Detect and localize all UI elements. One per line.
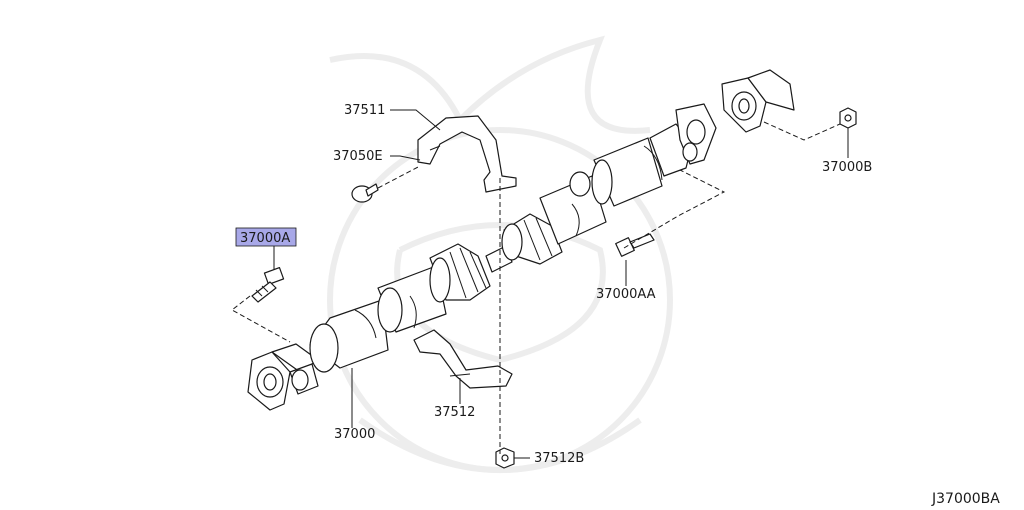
nut-37000b [839, 107, 857, 129]
center-bearing-bracket-lower [413, 329, 513, 389]
leader-lines [273, 109, 849, 459]
bolt-37000a [251, 267, 285, 303]
callout-37000aa[interactable]: 37000AA [596, 287, 656, 302]
assembly-lines [231, 121, 841, 454]
center-bearing-bracket-upper [417, 115, 517, 193]
mid-right-boot [501, 213, 563, 265]
bolt-37000aa [615, 233, 655, 257]
highlight-box [235, 227, 297, 247]
front-tube-section [591, 137, 663, 207]
callout-37000a[interactable]: 37000A [240, 231, 290, 246]
left-flange-joint [247, 343, 319, 411]
callout-37511[interactable]: 37511 [344, 103, 385, 118]
right-flange-joint [649, 103, 717, 177]
callout-37050e[interactable]: 37050E [333, 149, 383, 164]
mid-left-tube [377, 265, 447, 333]
mid-right-tube [539, 171, 607, 245]
callout-37000b[interactable]: 37000B [822, 160, 872, 175]
callout-37512[interactable]: 37512 [434, 405, 475, 420]
companion-flange [721, 69, 795, 133]
rear-tube-section [309, 299, 389, 373]
callout-37512b[interactable]: 37512B [534, 451, 584, 466]
callout-37000[interactable]: 37000 [334, 427, 375, 442]
diagram-reference-code: J37000BA [931, 491, 1000, 507]
nut-37512b [495, 447, 515, 469]
screw-37050e [351, 183, 379, 203]
